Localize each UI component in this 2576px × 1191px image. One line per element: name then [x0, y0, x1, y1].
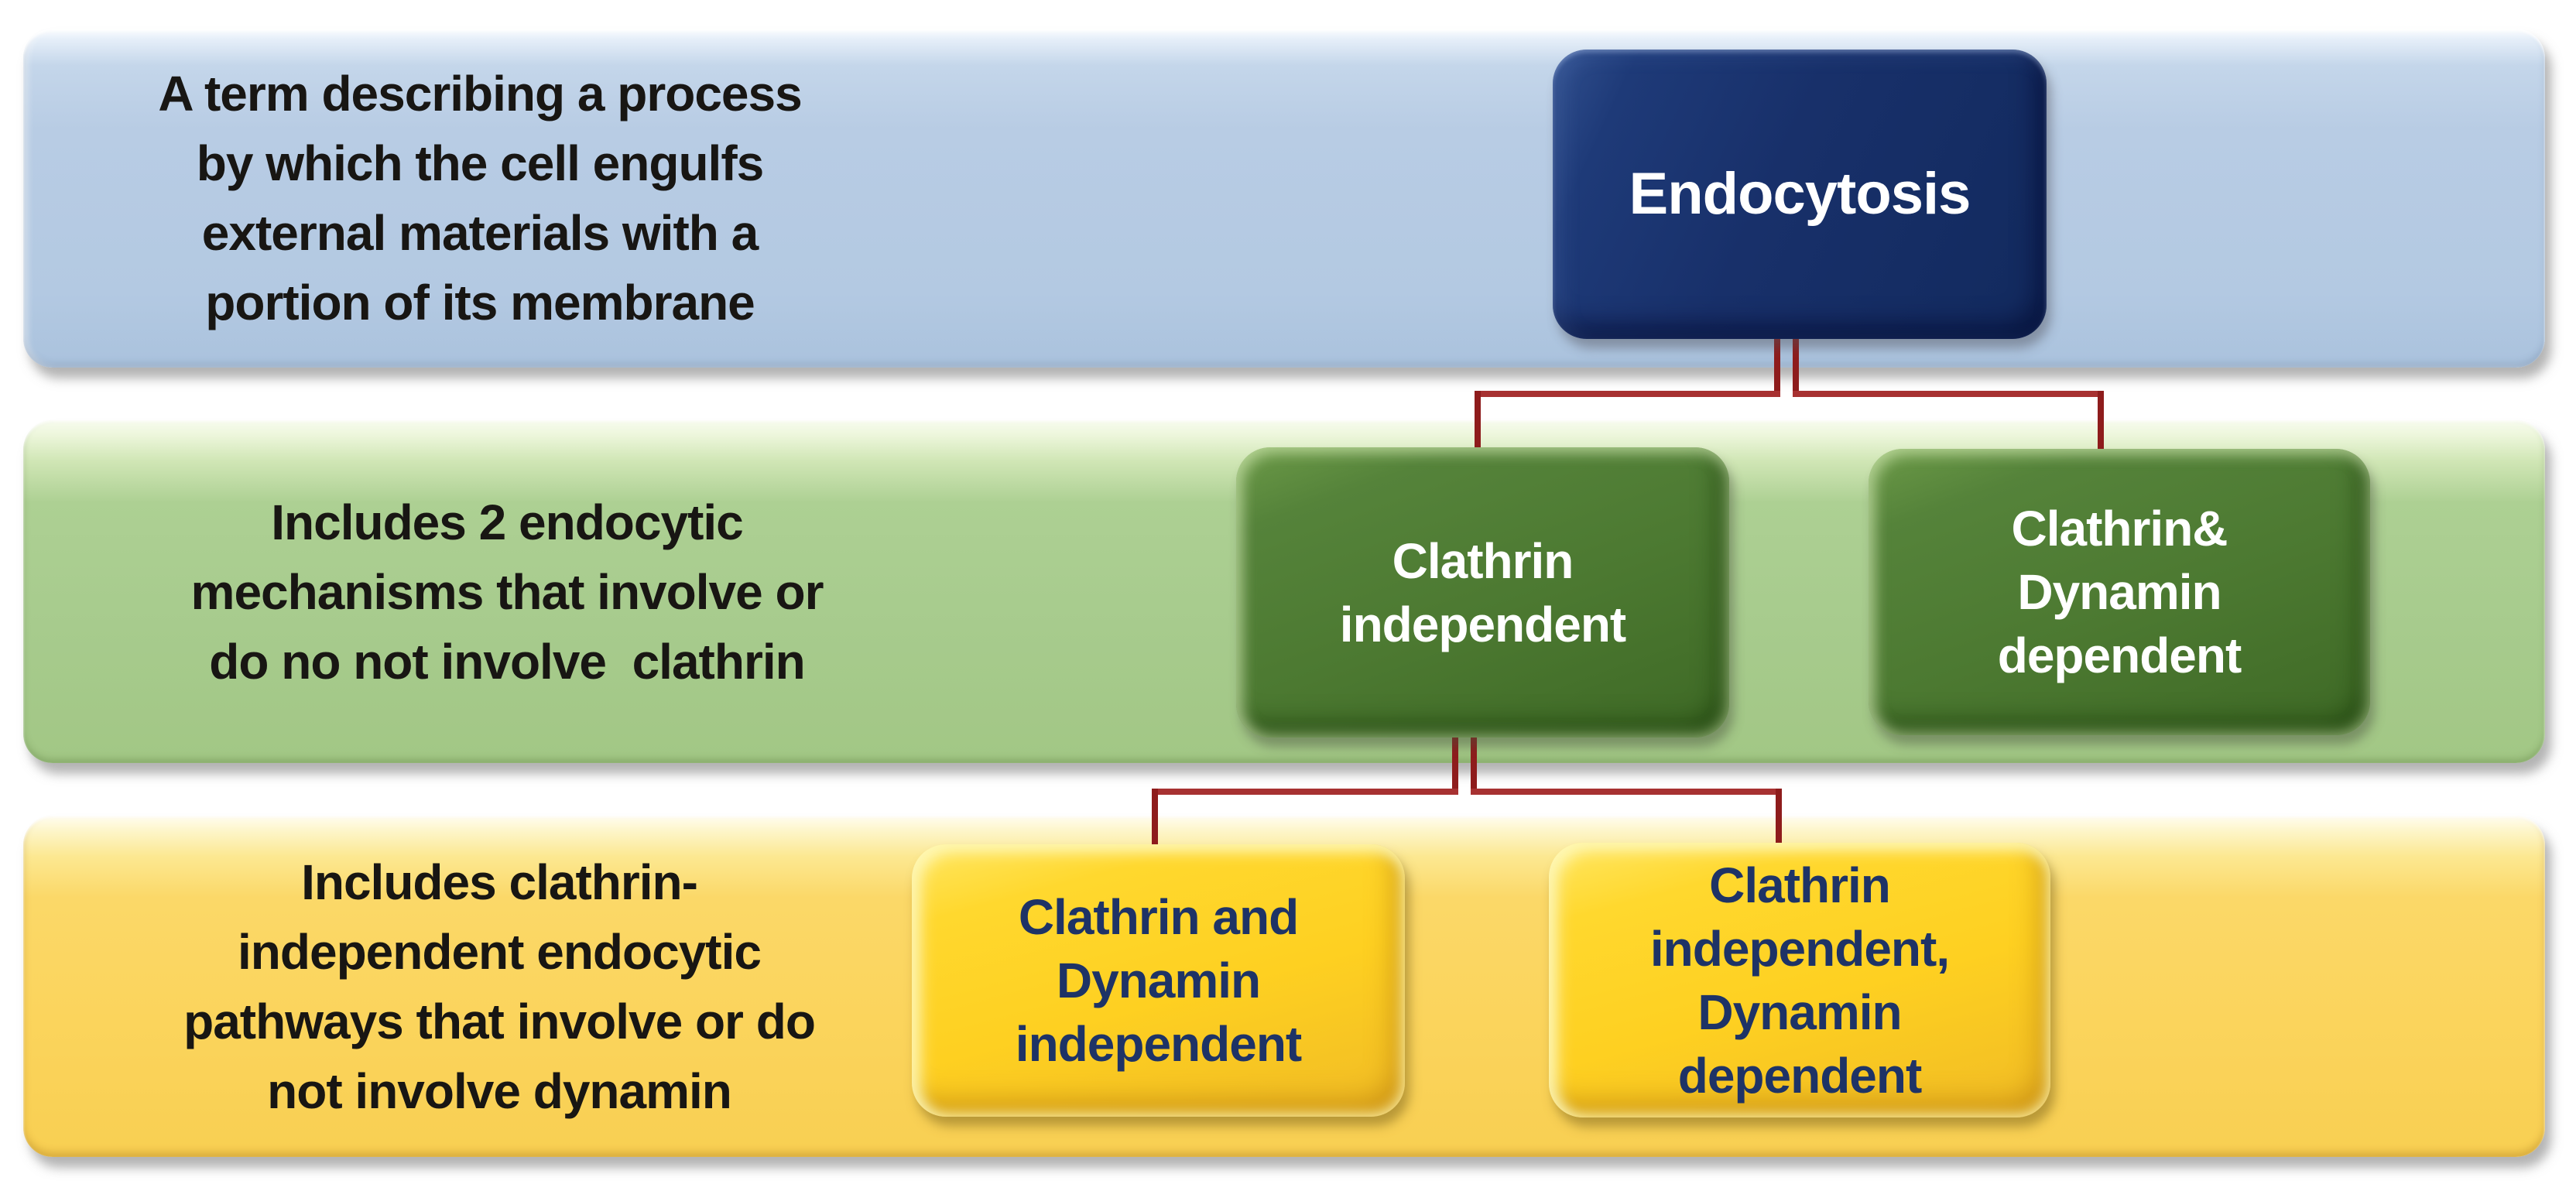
connector-endocytosis-clathrin-dynamin-dependent-drop [2098, 391, 2104, 452]
band-level-2-description-text: Includes 2 endocytic mechanisms that inv… [190, 494, 824, 690]
connector-clathrin-independent-cdi-elbow [1152, 789, 1458, 795]
node-clathrin-independent-dynamin-dependent: Clathrin independent, Dynamin dependent [1549, 843, 2050, 1117]
connector-clathrin-independent-cidd-elbow [1471, 789, 1782, 795]
band-level-1 [23, 29, 2545, 368]
band-level-2-description: Includes 2 endocytic mechanisms that inv… [62, 420, 952, 763]
connector-endocytosis-clathrin-independent-stub [1774, 339, 1780, 397]
node-endocytosis-label: Endocytosis [1629, 161, 1971, 227]
connector-endocytosis-clathrin-dynamin-dependent-stub [1793, 339, 1799, 397]
connector-clathrin-independent-cdi-stub [1452, 734, 1458, 795]
node-clathrin-dynamin-dependent-label: Clathrin& Dynamin dependent [1997, 501, 2242, 683]
connector-clathrin-independent-cdi-drop [1152, 789, 1158, 847]
connector-endocytosis-clathrin-dynamin-dependent-elbow [1793, 391, 2104, 397]
connector-clathrin-independent-cidd-stub [1471, 734, 1477, 795]
node-endocytosis: Endocytosis [1553, 50, 2047, 339]
connector-endocytosis-clathrin-independent-elbow [1475, 391, 1780, 397]
connector-clathrin-independent-cidd-drop [1776, 789, 1782, 845]
node-clathrin-independent-label: Clathrin independent [1339, 532, 1626, 652]
band-level-3-description-text: Includes clathrin- independent endocytic… [183, 854, 816, 1119]
node-clathrin-dynamin-dependent: Clathrin& Dynamin dependent [1869, 449, 2370, 735]
node-clathrin-independent: Clathrin independent [1236, 447, 1729, 738]
connector-endocytosis-clathrin-independent-drop [1475, 391, 1481, 450]
node-clathrin-and-dynamin-independent: Clathrin and Dynamin independent [912, 844, 1405, 1117]
node-clathrin-independent-dynamin-dependent-label: Clathrin independent, Dynamin dependent [1649, 857, 1950, 1104]
band-level-1-description-text: A term describing a process by which the… [158, 66, 802, 330]
band-level-1-description: A term describing a process by which the… [70, 29, 890, 368]
node-clathrin-and-dynamin-independent-label: Clathrin and Dynamin independent [1015, 889, 1302, 1072]
band-level-3-description: Includes clathrin- independent endocytic… [54, 816, 944, 1157]
